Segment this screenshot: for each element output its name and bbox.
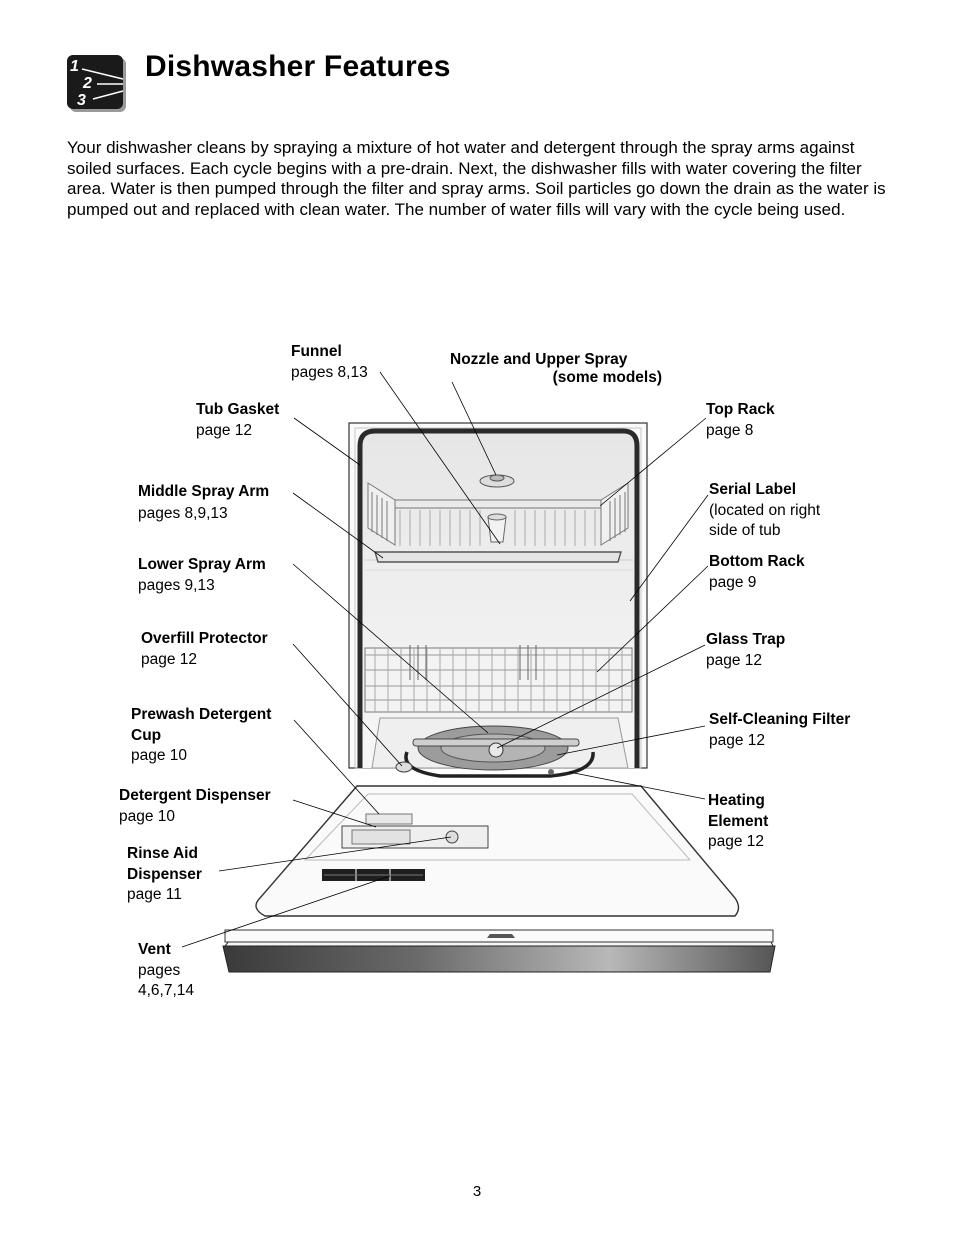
label-name-1: Rinse Aid	[127, 845, 198, 862]
label-name-2: Cup	[131, 726, 162, 744]
label-tub-gasket: Tub Gasket page 12	[196, 400, 279, 441]
label-prewash-detergent-cup: Prewash Detergent Cup page 10	[131, 705, 271, 767]
top-rack	[367, 482, 629, 563]
label-name: Nozzle and Upper Spray	[450, 351, 628, 368]
label-name: Bottom Rack	[709, 553, 805, 570]
funnel	[487, 513, 507, 543]
label-middle-spray-arm: Middle Spray Arm pages 8,9,13	[138, 481, 269, 525]
label-pages: pages 9,13	[138, 576, 215, 594]
label-name-1: Heating	[708, 792, 765, 809]
intro-paragraph: Your dishwasher cleans by spraying a mix…	[67, 138, 886, 219]
prewash-detergent-cup	[365, 813, 413, 825]
label-glass-trap: Glass Trap page 12	[706, 630, 785, 671]
label-funnel: Funnel pages 8,13	[291, 342, 368, 383]
label-name: Middle Spray Arm	[138, 483, 270, 500]
rinse-aid-dispenser	[445, 830, 459, 844]
label-name: Top Rack	[706, 401, 775, 418]
label-top-rack: Top Rack page 8	[706, 400, 775, 441]
label-pages: page 12	[708, 833, 765, 850]
label-name: Overfill Protector	[141, 630, 268, 647]
label-pages: pages 8,13	[291, 363, 368, 381]
label-line-1: (located on right	[709, 501, 821, 519]
vent	[322, 869, 425, 881]
label-pages: page 12	[709, 731, 766, 749]
upper-spray-nozzle	[479, 474, 515, 488]
label-name-2: Element	[708, 812, 769, 830]
label-bottom-rack: Bottom Rack page 9	[709, 552, 805, 593]
label-self-cleaning-filter: Self-Cleaning Filter page 12	[709, 710, 850, 751]
page-title: Dishwasher Features	[145, 50, 451, 83]
steps-123-icon: 1 2 3	[67, 55, 126, 112]
label-detergent-dispenser: Detergent Dispenser page 10	[119, 786, 271, 827]
label-name: Detergent Dispenser	[119, 787, 271, 804]
label-note: (some models)	[552, 369, 662, 386]
leader-lines	[181, 371, 709, 948]
label-pages: page 8	[706, 421, 754, 439]
step-3-digit: 3	[77, 92, 86, 109]
label-pages-1: pages	[138, 961, 181, 979]
door	[222, 785, 776, 973]
dishwasher-illustration	[181, 371, 776, 973]
label-name-2: Dispenser	[127, 865, 202, 883]
step-1-digit: 1	[70, 58, 79, 75]
label-pages: page 12	[196, 421, 253, 439]
label-name: Self-Cleaning Filter	[709, 711, 851, 728]
label-pages: page 9	[709, 573, 757, 591]
label-pages-2: 4,6,7,14	[138, 982, 195, 999]
tub-floor	[371, 717, 629, 778]
label-pages: page 10	[131, 747, 188, 764]
label-serial-label: Serial Label (located on right side of t…	[709, 480, 820, 542]
label-pages: pages 8,9,13	[138, 505, 228, 522]
label-name: Vent	[138, 941, 171, 958]
label-name: Tub Gasket	[196, 401, 280, 418]
label-nozzle: Nozzle and Upper Spray (some models)	[450, 351, 662, 387]
label-name: Lower Spray Arm	[138, 556, 266, 573]
label-lower-spray-arm: Lower Spray Arm pages 9,13	[138, 555, 266, 596]
label-vent: Vent pages 4,6,7,14	[138, 940, 194, 1002]
label-name: Funnel	[291, 343, 342, 360]
label-name: Serial Label	[709, 481, 797, 498]
label-rinse-aid-dispenser: Rinse Aid Dispenser page 11	[127, 844, 202, 906]
kick-plate	[222, 945, 776, 973]
label-name-1: Prewash Detergent	[131, 706, 272, 723]
glass-trap	[488, 742, 504, 758]
label-heating-element: Heating Element page 12	[708, 791, 768, 853]
label-pages: page 10	[119, 807, 176, 825]
label-pages: page 12	[141, 650, 198, 668]
bottom-rack	[364, 645, 633, 713]
label-pages: page 12	[706, 651, 763, 669]
label-pages: page 11	[127, 886, 182, 903]
label-line-2: side of tub	[709, 522, 781, 539]
label-name: Glass Trap	[706, 631, 786, 648]
label-overfill-protector: Overfill Protector page 12	[141, 629, 268, 670]
overfill-protector	[395, 761, 413, 773]
page-number: 3	[472, 1183, 482, 1200]
step-2-digit: 2	[82, 75, 92, 92]
